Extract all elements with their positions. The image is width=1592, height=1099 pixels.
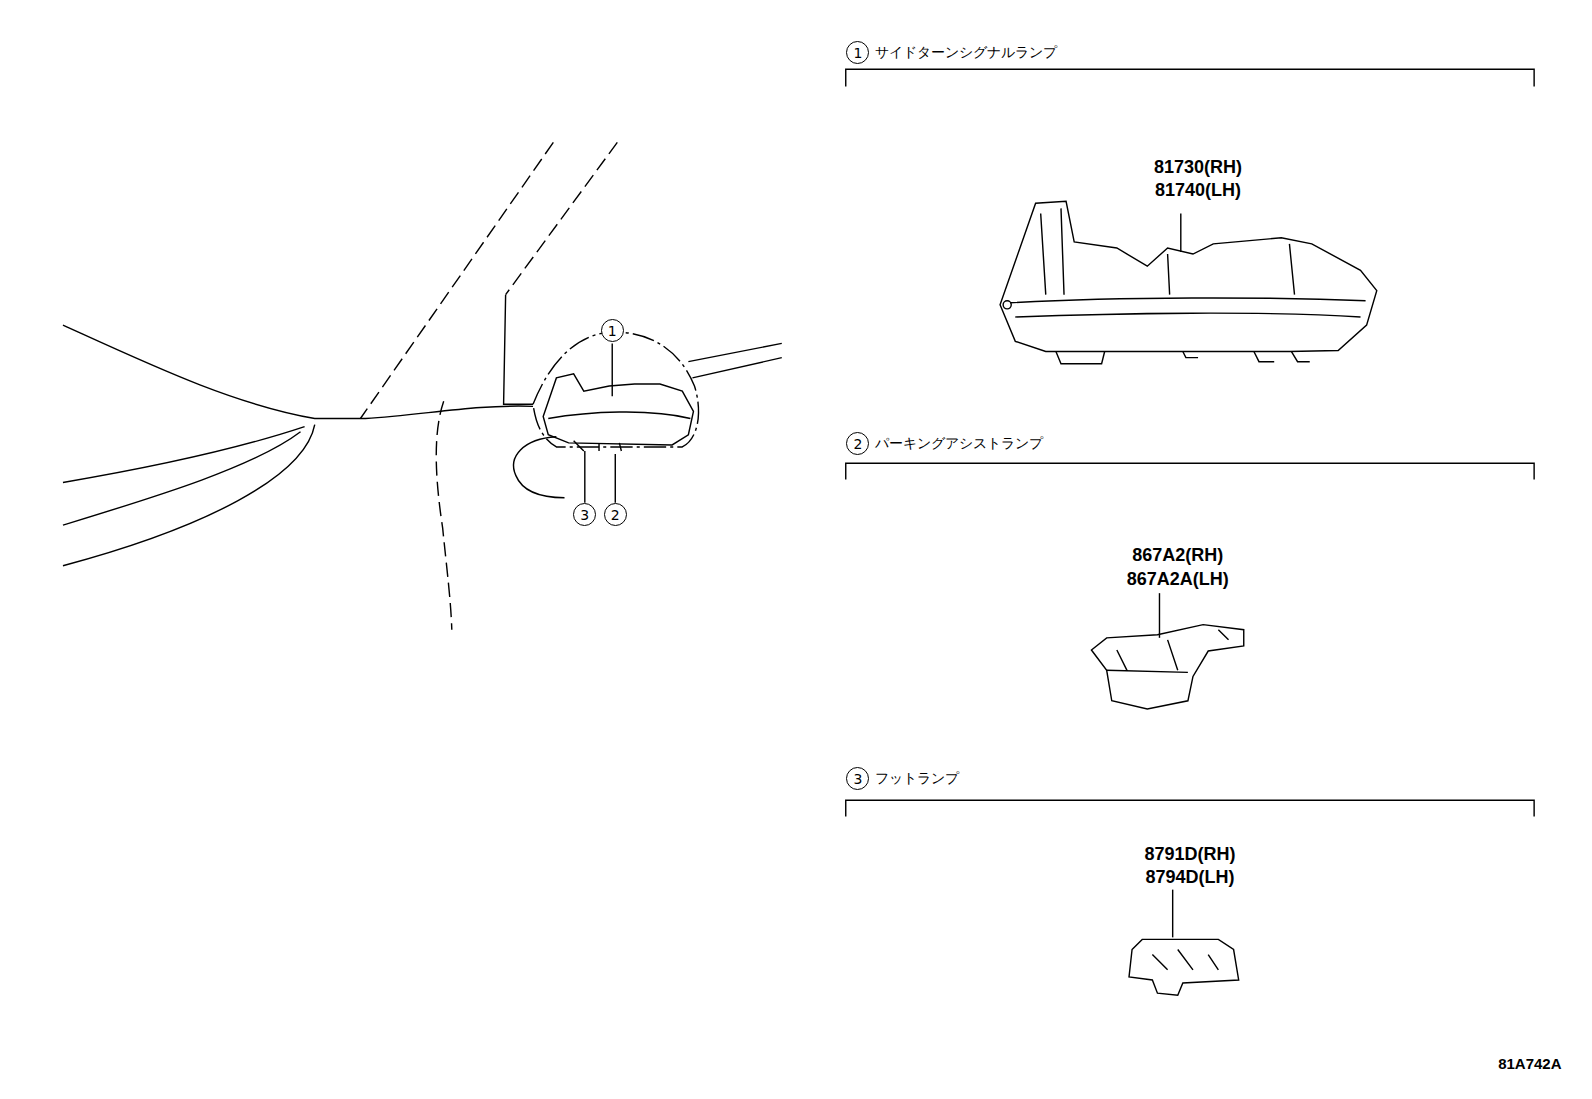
mirror-base	[514, 437, 565, 498]
callout-number: 1	[846, 41, 869, 64]
fender-line	[63, 425, 315, 566]
section-bracket	[846, 463, 1534, 479]
section-title: サイドターンシグナルランプ	[875, 45, 1057, 60]
part-number: 81730(RH)	[1154, 158, 1242, 178]
leader-line	[612, 343, 613, 396]
callout-text: 1	[853, 46, 862, 60]
callout-number: 2	[846, 432, 869, 455]
callout-number: 1	[601, 319, 624, 342]
fender-line	[63, 427, 305, 483]
leader-line	[1180, 213, 1181, 252]
leader-line	[1172, 890, 1173, 938]
lamp-in-mirror	[543, 374, 693, 445]
part-number: 8794D(LH)	[1145, 868, 1234, 888]
section-bracket	[846, 69, 1534, 86]
parking-assist-lamp	[1091, 625, 1243, 709]
side-turn-signal-lamp	[1000, 201, 1377, 351]
window-frame	[504, 295, 533, 405]
part-detail	[1056, 352, 1310, 364]
lamp-detail	[574, 441, 622, 451]
callout-text: 2	[853, 437, 862, 451]
fender-line	[63, 432, 301, 525]
callout-number: 2	[604, 503, 627, 526]
lamp-band	[1015, 313, 1360, 317]
part-number: 81740(LH)	[1155, 181, 1241, 201]
mirror-outline	[533, 332, 698, 447]
part-detail	[1041, 208, 1295, 294]
callout-text: 3	[853, 772, 862, 786]
callout-number: 3	[573, 503, 596, 526]
part-number: 8791D(RH)	[1144, 845, 1235, 865]
section-title: パーキングアシストランプ	[875, 436, 1043, 451]
section-bracket	[846, 800, 1534, 816]
callout-text: 2	[611, 508, 620, 522]
callout-text: 1	[608, 324, 617, 338]
callout-text: 3	[580, 508, 589, 522]
section-title: フットランプ	[875, 771, 959, 786]
leader-line	[584, 451, 585, 503]
lamp-band	[548, 412, 690, 419]
foot-lamp	[1129, 939, 1239, 995]
part-detail	[1003, 301, 1011, 309]
callout-number: 3	[846, 767, 869, 790]
part-number: 867A2A(LH)	[1127, 570, 1229, 590]
body-line	[692, 358, 781, 378]
hood-line	[63, 325, 533, 418]
pillar-line	[506, 142, 618, 294]
door-line	[436, 401, 452, 629]
part-number: 867A2(RH)	[1132, 546, 1223, 566]
part-detail	[1107, 630, 1229, 673]
part-detail	[1152, 950, 1218, 970]
leader-line	[615, 454, 616, 503]
leader-line	[1159, 593, 1160, 638]
pillar-line	[360, 142, 553, 418]
figure-code: 81A742A	[1498, 1056, 1561, 1073]
body-line	[688, 343, 781, 361]
lamp-band	[1010, 298, 1365, 303]
